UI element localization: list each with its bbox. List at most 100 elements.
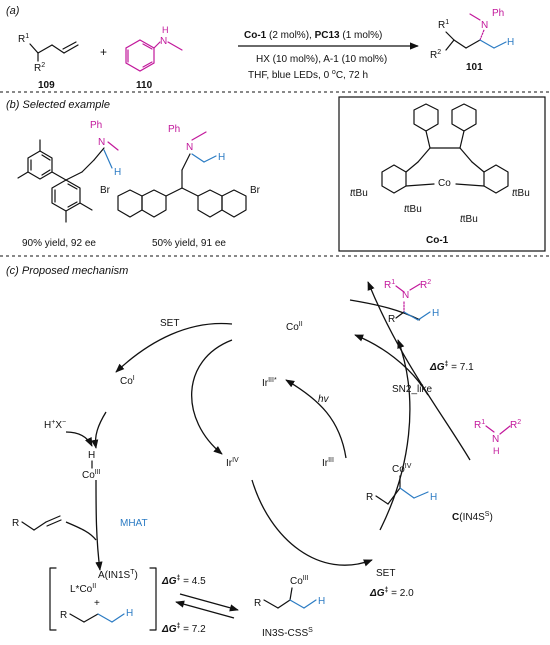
co-iv-intermediate: CoIV R H C(IN4SS)	[366, 463, 493, 523]
catalyst-co-1: Co ttBu ttBu ttBu ttBu Co-1	[338, 96, 546, 252]
svg-text:A(IN1ST): A(IN1ST)	[98, 569, 138, 581]
svg-text:CoIV: CoIV	[392, 463, 412, 475]
co-i-label: CoI	[120, 375, 135, 387]
panel-b-label: (b) Selected example	[6, 99, 110, 111]
svg-text:R: R	[388, 314, 395, 325]
hx-label: H+X−	[44, 419, 66, 431]
svg-text:Co: Co	[438, 178, 451, 189]
svg-text:+: +	[94, 598, 100, 609]
amine-nucleophile: R1 N R2 H	[474, 419, 521, 456]
ir-loop-arc-3	[285, 379, 347, 459]
co-cycle-arc-mhat	[95, 479, 103, 571]
svg-text:ttBu: ttBu	[350, 188, 368, 199]
svg-text:Ph: Ph	[90, 120, 102, 131]
svg-text:Ph: Ph	[492, 8, 504, 19]
svg-text:R1: R1	[384, 279, 395, 291]
reactant-110: N H 110	[125, 25, 183, 91]
example-1-structure: N Ph H	[17, 120, 121, 223]
svg-text:C(IN4SS): C(IN4SS)	[452, 511, 493, 523]
co-iii-hydride: H CoIII	[82, 450, 101, 481]
svg-text:H: H	[430, 492, 437, 503]
hv-label: hv	[318, 394, 330, 405]
svg-text:H: H	[318, 596, 325, 607]
intermediate-a: A(IN1ST) L*CoII R + H	[49, 567, 157, 631]
svg-text:N: N	[160, 36, 167, 47]
svg-text:R2: R2	[420, 279, 431, 291]
svg-text:H: H	[507, 37, 514, 48]
co-ii-label: CoII	[286, 321, 303, 333]
mhat-label: MHAT	[120, 518, 148, 529]
set-bottom-label: SET	[376, 568, 395, 579]
svg-text:R1: R1	[18, 33, 29, 45]
svg-text:R: R	[254, 598, 261, 609]
ir-iii: IrIII	[322, 457, 334, 469]
product-101: R1 R2 N Ph H 101	[430, 8, 514, 73]
svg-text:N: N	[492, 434, 499, 445]
hx-addition-arrow	[65, 431, 93, 447]
example-2-yield: 50% yield, 91 ee	[152, 238, 226, 249]
svg-text:IN3S-CSSS: IN3S-CSSS	[262, 627, 313, 639]
svg-text:ttBu: ttBu	[512, 188, 530, 199]
svg-text:L*CoII: L*CoII	[70, 583, 96, 595]
ir-loop-arc-2	[251, 479, 373, 567]
sn2-arrow	[367, 281, 471, 461]
svg-text:N: N	[98, 137, 105, 148]
svg-text:H: H	[88, 450, 95, 461]
svg-text:H: H	[432, 308, 439, 319]
co-cycle-arc-right	[379, 339, 411, 531]
svg-text:ttBu: ttBu	[460, 214, 478, 225]
equilibrium-forward	[179, 593, 239, 612]
svg-text:R2: R2	[510, 419, 521, 431]
panel-c-label: (c) Proposed mechanism	[6, 265, 128, 277]
equilibrium-reverse	[175, 600, 235, 619]
ir-loop-arc-1	[191, 339, 233, 455]
svg-text:R2: R2	[34, 62, 45, 74]
svg-text:N: N	[186, 142, 193, 153]
dg-7-1: ΔG‡ = 7.1	[429, 361, 474, 373]
dg-7-2: ΔG‡ = 7.2	[161, 623, 206, 635]
example-2-structure: Ph N H Br Br	[100, 124, 261, 218]
dg-2-0: ΔG‡ = 2.0	[369, 587, 414, 599]
sn2-label: SN2_like	[392, 384, 432, 395]
conditions-line-2: HX (10 mol%), A-1 (10 mol%)	[256, 54, 387, 65]
svg-text:N: N	[402, 290, 409, 301]
panel-a-label: (a)	[6, 5, 20, 17]
svg-text:R: R	[366, 492, 373, 503]
svg-text:R2: R2	[430, 49, 441, 61]
svg-text:CoIII: CoIII	[82, 469, 101, 481]
svg-text:H: H	[493, 446, 500, 456]
svg-text:R: R	[60, 610, 67, 621]
co-cycle-arc-upper	[349, 299, 421, 321]
co-cycle-arc-top	[115, 322, 233, 373]
reactant-109: R1 R2 109	[18, 33, 79, 91]
example-1-yield: 90% yield, 92 ee	[22, 238, 96, 249]
amine-product: R1 N R2 R H	[384, 279, 439, 325]
svg-text:Br: Br	[100, 185, 111, 196]
co-cycle-arc-left	[91, 411, 107, 449]
svg-text:H: H	[114, 167, 121, 178]
dg-4-5: ΔG‡ = 4.5	[161, 575, 206, 587]
svg-text:101: 101	[466, 62, 483, 73]
plus-sign: +	[100, 45, 107, 59]
svg-text:CoIII: CoIII	[290, 575, 309, 587]
svg-text:H: H	[218, 152, 225, 163]
svg-text:Ph: Ph	[168, 124, 180, 135]
alkene-substrate: R	[12, 515, 62, 531]
svg-text:R: R	[12, 518, 19, 529]
svg-text:H: H	[162, 25, 169, 35]
conditions-line-3: THF, blue LEDs, 0 oC, 72 h	[248, 69, 368, 81]
svg-text:ttBu: ttBu	[404, 204, 422, 215]
svg-text:110: 110	[136, 80, 153, 91]
svg-text:Co-1: Co-1	[426, 235, 449, 246]
svg-text:H: H	[126, 608, 133, 619]
conditions-line-1: Co-1 (2 mol%), PC13 (1 mol%)	[244, 30, 382, 41]
ir-iii-star: IrIII*	[262, 377, 277, 389]
svg-text:R1: R1	[438, 19, 449, 31]
set-top-label: SET	[160, 318, 179, 329]
svg-text:R1: R1	[474, 419, 485, 431]
svg-text:Br: Br	[250, 185, 261, 196]
svg-text:N: N	[481, 20, 488, 31]
substrate-entry-arrow	[65, 521, 97, 541]
alkyl-co-iii: R CoIII H IN3S-CSSS	[254, 575, 325, 639]
